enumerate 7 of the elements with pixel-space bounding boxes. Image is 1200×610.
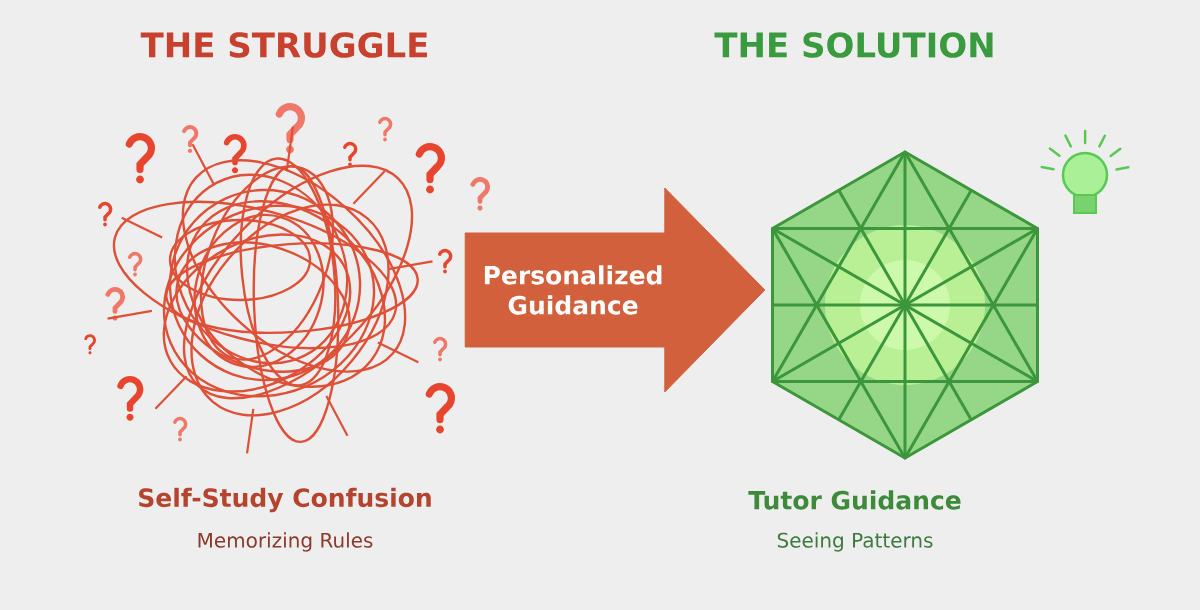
heading: THE SOLUTION: [714, 32, 993, 58]
caption-title: Tutor Guidance: [748, 490, 961, 510]
edge-label: Personalized Guidance: [466, 263, 681, 317]
caption-subtitle: Memorizing Rules: [198, 532, 373, 552]
caption-subtitle: Seeing Patterns: [777, 532, 933, 552]
caption-title: Self-Study Confusion: [139, 487, 431, 513]
heading: THE STRUGGLE: [140, 32, 427, 58]
